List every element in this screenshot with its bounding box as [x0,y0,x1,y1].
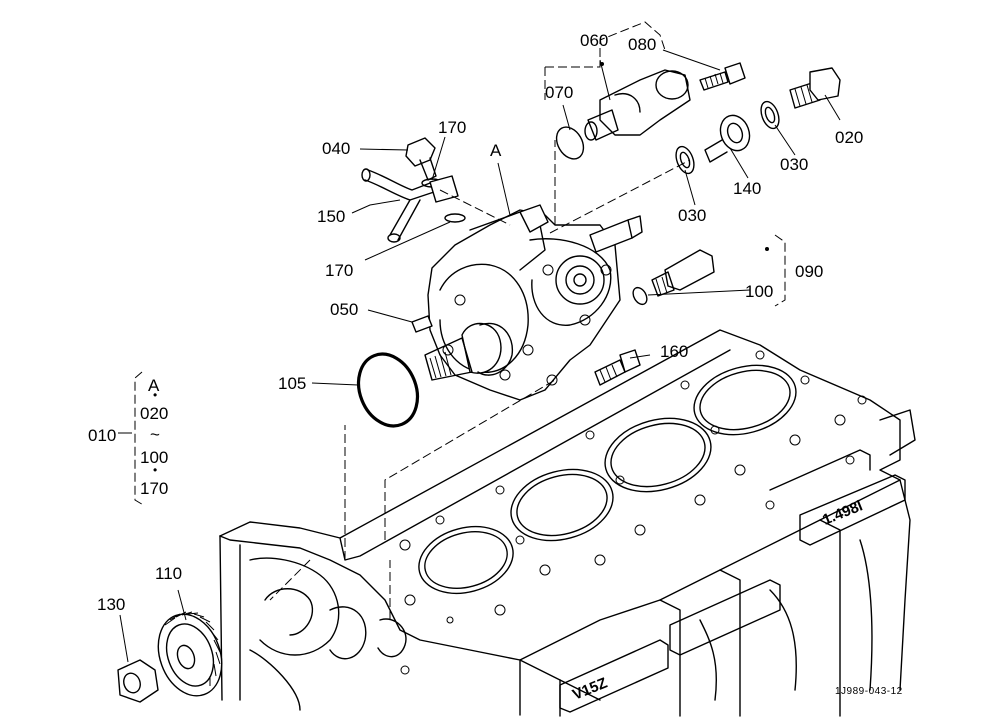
callout-160: 160 [660,342,689,361]
key-050 [411,315,433,333]
bolt-080 [699,62,746,91]
washer-170-lower [444,213,466,223]
leader-lines [118,49,841,663]
drawing-code: 1J989-043-12 [835,686,903,697]
callout-050: 050 [330,300,359,319]
o-ring-100 [632,286,648,306]
gear-110 [157,611,223,697]
washer-030-lower [675,145,695,175]
assembly-dot-2: • [153,463,158,477]
washer-030-upper [760,100,780,130]
nut-130 [117,659,159,703]
callout-140: 140 [733,179,762,198]
callout-100: 100 [745,282,774,301]
callout-040: 040 [322,139,351,158]
assembly-item-tilde: ~ [150,425,160,444]
callout-060: 060 [580,31,609,50]
callout-150: 150 [317,207,346,226]
pipe-150 [361,168,459,243]
callout-a-pump: A [490,141,502,160]
callout-080: 080 [628,35,657,54]
injection-pump [424,204,643,401]
sensor-100 [651,249,715,297]
callout-170-upper: 170 [438,118,467,137]
assembly-item-a: A [148,376,160,395]
alignment-lines [134,21,786,620]
callout-020: 020 [835,128,864,147]
engine-block [219,329,916,717]
block-stamp-displacement: 1.498l [820,497,865,528]
assembly-item-170: 170 [140,479,169,498]
assembly-dot-1: • [153,388,158,402]
callout-030-upper: 030 [780,155,809,174]
o-ring-105 [356,352,420,428]
assembly-item-100: 100 [140,448,169,467]
callout-110: 110 [155,564,183,583]
callout-070: 070 [545,83,574,102]
o-ring-070 [555,126,585,160]
callout-090: 090 [795,262,824,281]
bolt-160 [594,349,641,386]
callout-170-lower: 170 [325,261,354,280]
banjo-bolt-020 [789,67,841,109]
banjo-fitting-140 [704,114,751,163]
valve-060 [584,69,691,141]
block-stamp-model: V15Z [570,675,610,704]
callout-030-lower: 030 [678,206,707,225]
bolt-040 [405,137,437,181]
callout-130: 130 [97,595,126,614]
assembly-item-020: 020 [140,404,169,423]
callout-105: 105 [278,374,307,393]
assembly-label-010: 010 [88,426,117,445]
